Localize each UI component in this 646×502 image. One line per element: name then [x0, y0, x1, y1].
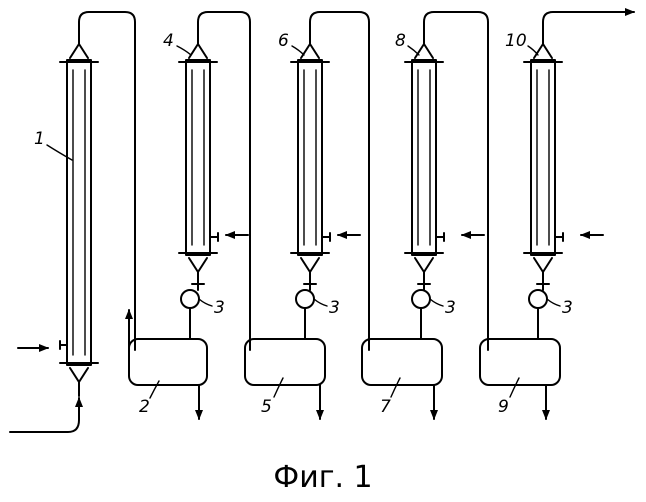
label-1: 1 — [34, 129, 45, 149]
leader-3-b — [314, 299, 327, 306]
leader-2 — [150, 381, 159, 398]
figure-caption: Фиг. 1 — [273, 460, 372, 495]
leader-6 — [292, 46, 304, 55]
column-8 — [405, 44, 444, 339]
pump-3-a — [181, 290, 199, 308]
leader-9 — [510, 378, 519, 397]
column-10 — [524, 44, 563, 339]
column-10-top-cone — [534, 44, 552, 58]
label-6: 6 — [278, 31, 289, 51]
leader-8 — [408, 46, 419, 55]
leader-7 — [391, 378, 400, 397]
column-6-top-cone — [301, 44, 319, 58]
tank-7 — [362, 339, 442, 385]
pump-3-b — [296, 290, 314, 308]
column-1 — [60, 44, 98, 396]
column-10-bottom-cone — [534, 258, 552, 272]
column-4-top-cone — [189, 44, 207, 58]
product-outlet-line — [543, 12, 634, 44]
column-8-top-cone — [415, 44, 433, 58]
label-10: 10 — [505, 31, 527, 51]
label-8: 8 — [395, 31, 406, 51]
leader-3-c — [430, 299, 443, 306]
column-4-bottom-cone — [189, 258, 207, 272]
label-3-c: 3 — [445, 298, 456, 318]
pump-3-d — [529, 290, 547, 308]
column-10-body — [531, 60, 555, 255]
leader-3-d — [547, 299, 560, 306]
tank-5 — [245, 339, 325, 385]
column-4 — [179, 44, 218, 339]
column-1-bottom-cone — [70, 368, 88, 382]
leader-4 — [177, 46, 191, 55]
column-6-bottom-cone — [301, 258, 319, 272]
leader-1 — [47, 145, 72, 160]
tank-2 — [129, 339, 207, 385]
leader-3-a — [199, 299, 212, 306]
leader-10 — [528, 46, 538, 55]
column-8-bottom-cone — [415, 258, 433, 272]
tank-9 — [480, 339, 560, 385]
feed-inlet-line — [10, 398, 79, 432]
label-7: 7 — [380, 397, 391, 417]
leader-5 — [274, 378, 283, 397]
label-9: 9 — [498, 397, 509, 417]
column-1-body — [67, 60, 91, 365]
column-8-body — [412, 60, 436, 255]
pump-3-c — [412, 290, 430, 308]
column-1-top-cone — [70, 44, 88, 58]
label-2: 2 — [139, 397, 150, 417]
label-3-d: 3 — [562, 298, 573, 318]
label-3-a: 3 — [214, 298, 225, 318]
column-4-body — [186, 60, 210, 255]
label-4: 4 — [163, 31, 174, 51]
column-6 — [291, 44, 330, 339]
column-6-body — [298, 60, 322, 255]
label-3-b: 3 — [329, 298, 340, 318]
label-5: 5 — [261, 397, 272, 417]
